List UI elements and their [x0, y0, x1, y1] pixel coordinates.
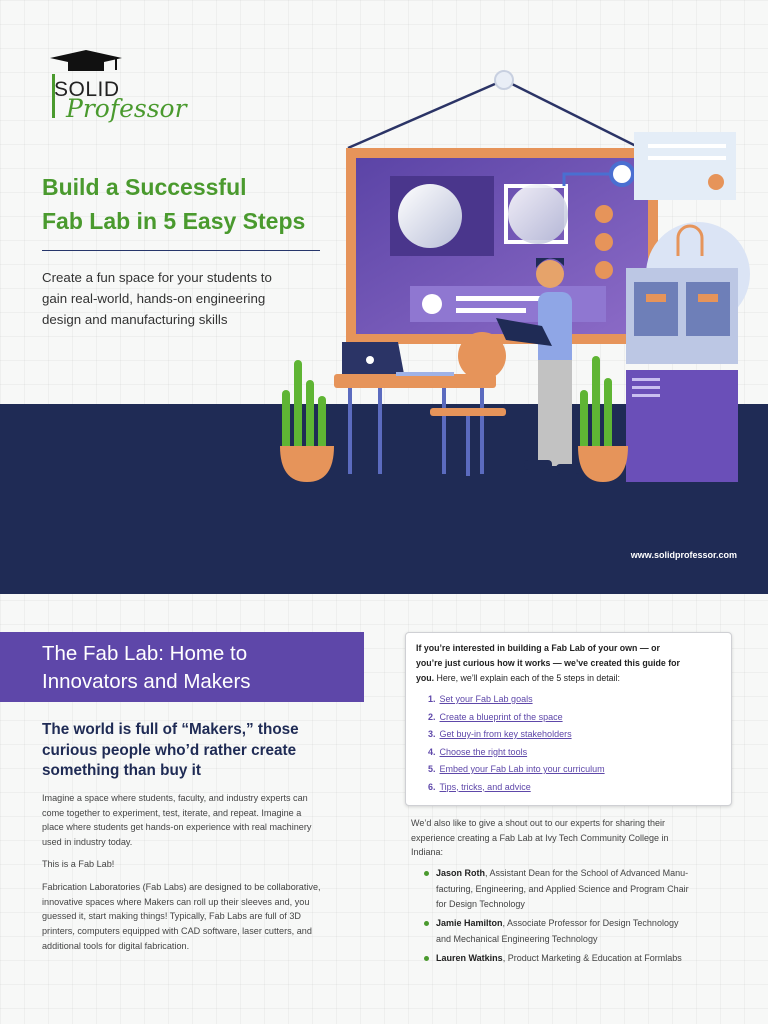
paragraph-line: We’d also like to give a shout out to ou…	[411, 818, 665, 828]
expert-description: facturing, Engineering, and Applied Scie…	[436, 883, 689, 894]
lead-line: curious people who’d rather create	[42, 741, 297, 759]
paragraph-line: This is a Fab Lab!	[42, 859, 115, 869]
step-link-tools[interactable]: Choose the right tools	[439, 746, 528, 757]
hero-subtitle-line: Create a fun space for your students to	[42, 270, 272, 285]
expert-item: Lauren Watkins, Product Marketing & Educ…	[424, 951, 744, 967]
expert-item: Jamie Hamilton, Associate Professor for …	[424, 916, 744, 947]
paragraph-line: additional tools for digital fabrication…	[42, 940, 190, 951]
paragraph-line: guessed it, start making things! Typical…	[42, 911, 301, 922]
logo-accent-bar	[52, 74, 55, 118]
section-heading-line: Innovators and Makers	[42, 670, 251, 693]
section-heading: The Fab Lab: Home to Innovators and Make…	[42, 640, 352, 696]
expert-description: , Assistant Dean for the School of Advan…	[485, 868, 689, 878]
step-link-buy-in[interactable]: Get buy-in from key stakeholders	[439, 729, 572, 739]
expert-description: , Associate Professor for Design Technol…	[502, 918, 679, 928]
steps-intro-text: Here, we’ll explain each of the 5 steps …	[434, 673, 620, 683]
paragraph-line: come together to experiment, test, itera…	[42, 807, 302, 818]
plant-right	[578, 356, 628, 482]
fab-lab-illustration	[280, 70, 750, 482]
step-link-blueprint[interactable]: Create a blueprint of the space	[439, 711, 563, 722]
paragraph-line: printers, computers equipped with CAD so…	[42, 926, 312, 937]
step-item: 4.Choose the right tools	[428, 744, 605, 762]
hero-section: SOLID Professor Build a Successful Fab L…	[0, 48, 768, 594]
hero-title-line: Build a Successful	[42, 174, 247, 200]
lead-line: something than buy it	[42, 762, 201, 779]
step-item: 1.Set your Fab Lab goals	[428, 691, 605, 709]
step-number: 3.	[428, 729, 436, 739]
step-item: 3.Get buy-in from key stakeholders	[428, 726, 605, 744]
step-number: 5.	[428, 764, 436, 774]
lead-line: The world is full of “Makers,” those	[42, 721, 299, 738]
plant-left	[280, 360, 334, 482]
step-number: 2.	[428, 711, 436, 722]
hero-subtitle-line: gain real-world, hands-on engineering	[42, 291, 266, 306]
section-heading-line: The Fab Lab: Home to	[42, 642, 248, 665]
section-heading-banner: The Fab Lab: Home to Innovators and Make…	[0, 632, 364, 702]
paragraph-line: Fabrication Laboratories (Fab Labs) are …	[42, 882, 321, 892]
step-item: 6.Tips, tricks, and advice	[428, 779, 605, 797]
expert-name: Jason Roth	[436, 868, 486, 878]
steps-intro-bold: If you’re interested in building a Fab L…	[416, 643, 660, 653]
step-number: 6.	[428, 781, 436, 792]
website-url[interactable]: www.solidprofessor.com	[630, 550, 737, 560]
solidprofessor-logo[interactable]: SOLID Professor	[46, 48, 196, 128]
hero-title: Build a Successful Fab Lab in 5 Easy Ste…	[42, 170, 342, 238]
step-item: 5.Embed your Fab Lab into your curriculu…	[428, 761, 605, 779]
steps-list: 1.Set your Fab Lab goals 2.Create a blue…	[428, 691, 605, 796]
step-link-goals[interactable]: Set your Fab Lab goals	[439, 694, 533, 704]
steps-intro-bold: you’re just curious how it works — we’ve…	[416, 658, 680, 668]
expert-description: and Mechanical Engineering Technology	[436, 933, 598, 944]
steps-intro-bold: you.	[416, 673, 435, 683]
paragraph-line: used in industry today.	[42, 837, 133, 848]
graduation-cap-icon	[50, 50, 122, 71]
lead-statement: The world is full of “Makers,” those cur…	[42, 720, 342, 782]
expert-description: for Design Technology	[436, 899, 525, 909]
hero-title-line: Fab Lab in 5 Easy Steps	[42, 208, 306, 234]
step-number: 1.	[428, 694, 436, 704]
expert-description: , Product Marketing & Education at Forml…	[502, 952, 682, 963]
hero-subtitle-line: design and manufacturing skills	[42, 312, 228, 327]
hero-divider	[42, 250, 320, 251]
step-link-tips[interactable]: Tips, tricks, and advice	[439, 781, 531, 792]
paragraph-line: innovative spaces where Makers can roll …	[42, 896, 310, 907]
step-link-curriculum[interactable]: Embed your Fab Lab into your curriculum	[439, 764, 605, 774]
logo-wordmark-professor: Professor	[66, 94, 187, 123]
step-item: 2.Create a blueprint of the space	[428, 709, 605, 727]
fab-lab-description-paragraph: Fabrication Laboratories (Fab Labs) are …	[42, 880, 360, 954]
hero-subtitle: Create a fun space for your students to …	[42, 267, 312, 330]
shoutout-paragraph: We’d also like to give a shout out to ou…	[411, 816, 731, 860]
fab-lab-exclamation: This is a Fab Lab!	[42, 857, 360, 872]
step-number: 4.	[428, 746, 436, 757]
experts-list: Jason Roth, Assistant Dean for the Schoo…	[424, 866, 744, 970]
expert-name: Lauren Watkins	[436, 952, 503, 963]
expert-item: Jason Roth, Assistant Dean for the Schoo…	[424, 866, 744, 913]
expert-name: Jamie Hamilton	[436, 918, 503, 928]
intro-paragraph: Imagine a space where students, faculty,…	[42, 791, 360, 850]
logo-wordmark-solid: SOLID	[54, 78, 120, 101]
paragraph-line: place where students get hands-on experi…	[42, 822, 312, 833]
paragraph-line: experience creating a Fab Lab at Ivy Tec…	[411, 832, 669, 843]
steps-callout-box: If you’re interested in building a Fab L…	[405, 632, 732, 806]
paragraph-line: Indiana:	[411, 847, 444, 857]
paragraph-line: Imagine a space where students, faculty,…	[42, 793, 308, 803]
steps-intro: If you’re interested in building a Fab L…	[416, 641, 726, 686]
